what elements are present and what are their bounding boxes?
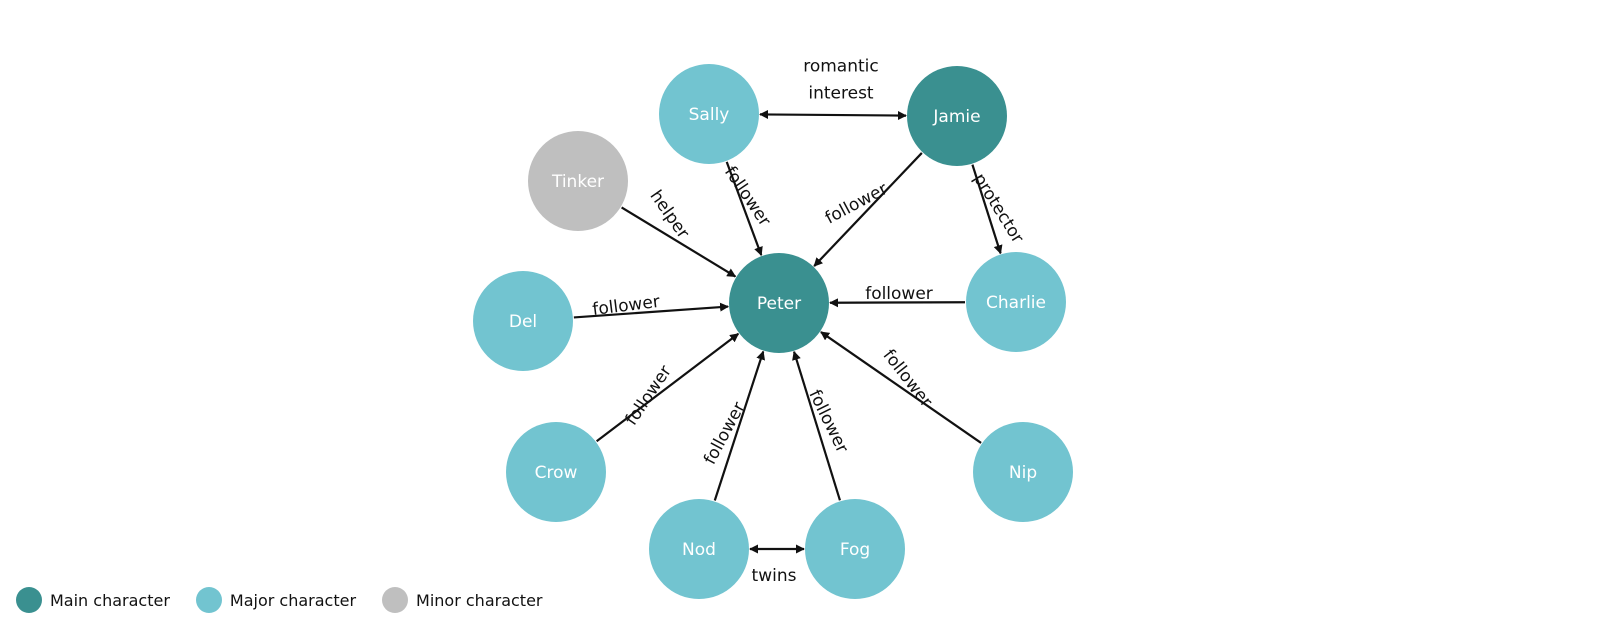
- edge-label-crow-peter: follower: [622, 362, 676, 429]
- edge-tinker-peter: helper: [621, 187, 737, 278]
- edge-label-jamie-charlie: protector: [969, 170, 1027, 247]
- legend-label-minor: Minor character: [416, 590, 543, 610]
- node-circle-sally: [659, 64, 759, 164]
- edge-label-line: protector: [969, 170, 1027, 247]
- edge-charlie-peter: follower: [829, 284, 966, 308]
- edge-line-nip-peter: [820, 331, 982, 444]
- edge-label-del-peter: follower: [591, 292, 661, 320]
- legend-label-major: Major character: [229, 590, 357, 610]
- node-label-fog: Fog: [840, 540, 870, 560]
- node-charlie: Charlie: [966, 252, 1066, 352]
- node-circle-crow: [506, 422, 606, 522]
- legend-item-main: Main character: [16, 587, 170, 613]
- edge-jamie-charlie: protector: [969, 164, 1027, 255]
- edge-line-sally-jamie: [759, 109, 907, 121]
- node-del: Del: [473, 271, 573, 371]
- node-circle-tinker: [528, 131, 628, 231]
- edge-fog-peter: follower: [792, 350, 852, 501]
- edge-line-nod-peter: [713, 350, 766, 501]
- edge-nod-peter: follower: [700, 350, 766, 501]
- edge-label-sally-jamie: romantic interest: [803, 56, 879, 103]
- edge-label-tinker-peter: helper: [645, 187, 692, 243]
- edge-label-fog-peter: follower: [804, 387, 852, 457]
- node-circle-peter: [729, 253, 829, 353]
- edge-line-del-peter: [573, 302, 730, 319]
- legend-swatch-main: [16, 587, 42, 613]
- node-tinker: Tinker: [528, 131, 628, 231]
- edge-sally-jamie: romantic interest: [759, 56, 907, 121]
- node-circle-fog: [805, 499, 905, 599]
- edge-jamie-peter: follower: [813, 152, 923, 267]
- legend-label-main: Main character: [50, 590, 170, 610]
- edge-label-nod-fog: twins: [752, 566, 797, 586]
- edge-line-charlie-peter: [829, 298, 966, 308]
- node-jamie: Jamie: [907, 66, 1007, 166]
- node-peter: Peter: [729, 253, 829, 353]
- node-nod: Nod: [649, 499, 749, 599]
- legend-swatch-minor: [382, 587, 409, 613]
- edge-line-jamie-charlie: [971, 164, 1003, 255]
- node-label-tinker: Tinker: [551, 172, 604, 192]
- edge-del-peter: follower: [573, 292, 730, 320]
- edge-line-fog-peter: [792, 350, 841, 501]
- edge-label-line: follower: [865, 284, 933, 304]
- node-label-nip: Nip: [1009, 463, 1037, 483]
- edge-label-line: follower: [804, 387, 852, 457]
- legend: Main character Major character Minor cha…: [16, 586, 569, 614]
- node-nip: Nip: [973, 422, 1073, 522]
- node-sally: Sally: [659, 64, 759, 164]
- node-label-jamie: Jamie: [932, 107, 980, 127]
- edge-label-line: follower: [591, 292, 661, 320]
- node-label-sally: Sally: [689, 105, 730, 125]
- edge-line-sally-peter: [725, 161, 763, 257]
- edge-sally-peter: follower: [720, 161, 774, 257]
- edge-label-nod-peter: follower: [700, 399, 749, 468]
- edge-line-jamie-peter: [813, 152, 923, 267]
- edge-label-charlie-peter: follower: [865, 284, 933, 304]
- node-label-crow: Crow: [535, 463, 578, 483]
- edge-line-tinker-peter: [621, 206, 737, 278]
- node-fog: Fog: [805, 499, 905, 599]
- legend-item-major: Major character: [195, 587, 357, 613]
- node-crow: Crow: [506, 422, 606, 522]
- edge-label-line: romantic: [803, 56, 879, 76]
- edge-line-crow-peter: [595, 332, 740, 443]
- edge-nip-peter: follower: [820, 331, 982, 444]
- node-circle-del: [473, 271, 573, 371]
- legend-swatch-major: [195, 587, 222, 613]
- legend-item-minor: Minor character: [382, 587, 543, 613]
- node-label-nod: Nod: [682, 540, 716, 560]
- edge-label-line: twins: [752, 566, 797, 586]
- node-circle-nip: [973, 422, 1073, 522]
- node-circle-jamie: [907, 66, 1007, 166]
- node-label-peter: Peter: [757, 294, 801, 314]
- node-label-charlie: Charlie: [986, 293, 1046, 313]
- node-label-del: Del: [509, 312, 537, 332]
- edge-label-line: follower: [622, 362, 676, 429]
- edge-nod-fog: twins: [749, 544, 805, 586]
- node-circle-nod: [649, 499, 749, 599]
- edge-label-line: helper: [645, 187, 692, 243]
- edge-label-line: follower: [700, 399, 749, 468]
- edge-label-line: interest: [808, 84, 874, 104]
- node-circle-charlie: [966, 252, 1066, 352]
